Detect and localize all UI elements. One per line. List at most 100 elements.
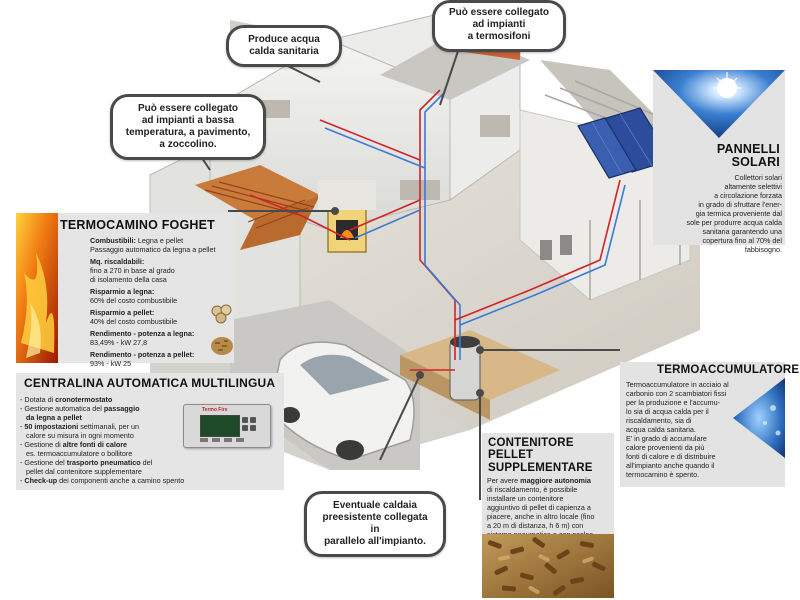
- desc-line: riscaldamento, sia di: [626, 416, 692, 425]
- desc-line: in grado di sfruttare l'ener-: [698, 200, 782, 209]
- feature-line: calore su misura in ogni momento: [20, 431, 190, 440]
- centralina-title: CENTRALINA AUTOMATICA MULTILINGUA: [24, 376, 276, 390]
- spec-bold: Rendimento - potenza a legna:: [90, 329, 195, 338]
- desc-line: gia termica proveniente dal: [695, 209, 782, 218]
- centralina-features: - Dotata di cronotermostato - Gestione a…: [20, 395, 190, 485]
- device-buttons: [242, 417, 264, 433]
- spec-text: Passaggio automatico da legna a pellet: [90, 245, 216, 254]
- spec-line: di isolamento della casa: [90, 275, 235, 284]
- device-key-icon: [212, 438, 220, 442]
- fire-image: [16, 213, 58, 363]
- callout-line: Produce acqua: [248, 34, 320, 45]
- feature-pre: - Gestione automatica del: [20, 404, 104, 413]
- desc-line: sole per produrre acqua calda: [686, 218, 783, 227]
- spec-line: 60% del costo combustibile: [90, 296, 235, 305]
- feature-line: da legna a pellet: [20, 413, 190, 422]
- feature-line: - Check-up dei componenti anche a camino…: [20, 476, 190, 485]
- wood-logs-icon: [211, 304, 232, 324]
- spec-bold: Risparmio a pellet:: [90, 308, 155, 317]
- termoaccumulatore-title: TERMOACCUMULATORE: [657, 364, 800, 376]
- spec-text: 83,49% - kW 27,8: [90, 338, 148, 347]
- feature-pre: es. termoaccumulatore o bollitore: [26, 449, 133, 458]
- feature-pre: - Dotata di: [20, 395, 56, 404]
- callout-line: a termosifoni: [467, 31, 531, 42]
- spec-text: Legna e pellet: [135, 236, 184, 245]
- device-key-icon: [236, 438, 244, 442]
- desc-line: carbonio con 2 scambiatori fissi: [626, 389, 727, 398]
- callout-line: a zoccolino.: [159, 139, 217, 150]
- termoaccumulatore-description: Termoaccumulatore in acciaio al carbonio…: [626, 380, 746, 479]
- spec-line: Rendimento - potenza a legna:: [90, 329, 235, 338]
- spec-line: Risparmio a pellet:: [90, 308, 235, 317]
- desc-line: Termoaccumulatore in acciaio al: [626, 380, 729, 389]
- feature-bold: 50 impostazioni: [24, 422, 79, 431]
- desc-line: all'impianto anche quando il: [626, 461, 715, 470]
- feature-bold: Check-up: [24, 476, 58, 485]
- sun-sky-image: [653, 70, 785, 138]
- desc-pre: di riscaldamento, è possibile: [487, 485, 578, 494]
- desc-line: E' in grado di accumulare: [626, 434, 707, 443]
- feature-pre: - Gestione di: [20, 440, 63, 449]
- feature-pre: -: [20, 476, 25, 485]
- device-button-icon: [242, 417, 248, 423]
- feature-bold: trasporto pneumatico: [66, 458, 141, 467]
- desc-line: aggiuntivo di pellet di capienza a: [487, 503, 613, 512]
- spec-text: di isolamento della casa: [90, 275, 167, 284]
- desc-line: per la produzione e l'accumu-: [626, 398, 721, 407]
- pellet-image: [482, 534, 614, 598]
- feature-line: pellet dal contenitore supplementare: [20, 467, 190, 476]
- spec-text: 40% del costo combustibile: [90, 317, 178, 326]
- desc-pre: aggiuntivo di pellet di capienza a: [487, 503, 591, 512]
- callout-acqua-calda: Produce acqua calda sanitaria: [226, 25, 342, 67]
- feature-line: - Gestione di altre fonti di calore: [20, 440, 190, 449]
- feature-line: es. termoaccumulatore o bollitore: [20, 449, 190, 458]
- desc-line: termocamino è spento.: [626, 470, 700, 479]
- contenitore-title-line: SUPPLEMENTARE: [488, 461, 593, 474]
- feature-line: - Gestione automatica del passaggio: [20, 404, 190, 413]
- device-display: [200, 415, 240, 437]
- feature-pre: pellet dal contenitore supplementare: [26, 467, 142, 476]
- spec-line: Rendimento - potenza a pellet:: [90, 350, 235, 359]
- spec-bold: Rendimento - potenza a pellet:: [90, 350, 195, 359]
- pannelli-title-line: SOLARI: [731, 155, 780, 170]
- callout-line: Può essere collegato: [137, 103, 239, 114]
- feature-post: dei componenti anche a camino spento: [57, 476, 185, 485]
- feature-bold: cronotermostato: [55, 395, 113, 404]
- desc-line: copertura fino al 70% del: [702, 236, 782, 245]
- desc-pre: piacere, anche in altro locale (fino: [487, 512, 595, 521]
- control-unit-device: Termo Fire: [183, 404, 271, 448]
- contenitore-description: Per avere maggiore autonomia di riscalda…: [487, 476, 613, 539]
- desc-line: di riscaldamento, è possibile: [487, 485, 613, 494]
- device-button-icon: [250, 425, 256, 431]
- callout-termosifoni: Può essere collegato ad impianti a termo…: [432, 0, 566, 52]
- spec-bold: Combustibili:: [90, 236, 136, 245]
- spec-line: 40% del costo combustibile: [90, 317, 235, 326]
- callout-bassa-temperatura: Può essere collegato ad impianti a bassa…: [110, 94, 266, 160]
- pellet-pile-icon: [211, 337, 233, 355]
- desc-line: piacere, anche in altro locale (fino: [487, 512, 613, 521]
- device-key-icon: [224, 438, 232, 442]
- callout-line: Eventuale caldaia: [333, 500, 417, 511]
- spec-line: Risparmio a legna:: [90, 287, 235, 296]
- device-button-icon: [250, 417, 256, 423]
- desc-line: altamente selettivi: [724, 182, 782, 191]
- desc-line: sanitaria garantendo una: [702, 227, 782, 236]
- spec-text: fino a 270 in base al grado: [90, 266, 175, 275]
- callout-line: parallelo all'impianto.: [324, 536, 426, 547]
- spec-text: 60% del costo combustibile: [90, 296, 178, 305]
- contenitore-title: CONTENITORE PELLET SUPPLEMENTARE: [488, 437, 593, 474]
- callout-caldaia: Eventuale caldaia preesistente collegata…: [304, 491, 446, 557]
- spec-line: 83,49% - kW 27,8: [90, 338, 235, 347]
- desc-pre: Per avere: [487, 476, 521, 485]
- feature-line: - Gestione del trasporto pneumatico del: [20, 458, 190, 467]
- feature-bold: da legna a pellet: [26, 413, 82, 422]
- termocamino-specs: Combustibili: Legna e pellet Passaggio a…: [90, 236, 235, 368]
- feature-post: settimanali, per un: [78, 422, 140, 431]
- desc-line: Per avere maggiore autonomia: [487, 476, 613, 485]
- termocamino-title: TERMOCAMINO FOGHET: [60, 218, 215, 232]
- spec-text: 93% - kW 25: [90, 359, 132, 368]
- feature-pre: - Gestione del: [20, 458, 67, 467]
- desc-line: acqua calda sanitaria.: [626, 425, 696, 434]
- feature-bold: altre fonti di calore: [62, 440, 128, 449]
- feature-pre: -: [20, 422, 25, 431]
